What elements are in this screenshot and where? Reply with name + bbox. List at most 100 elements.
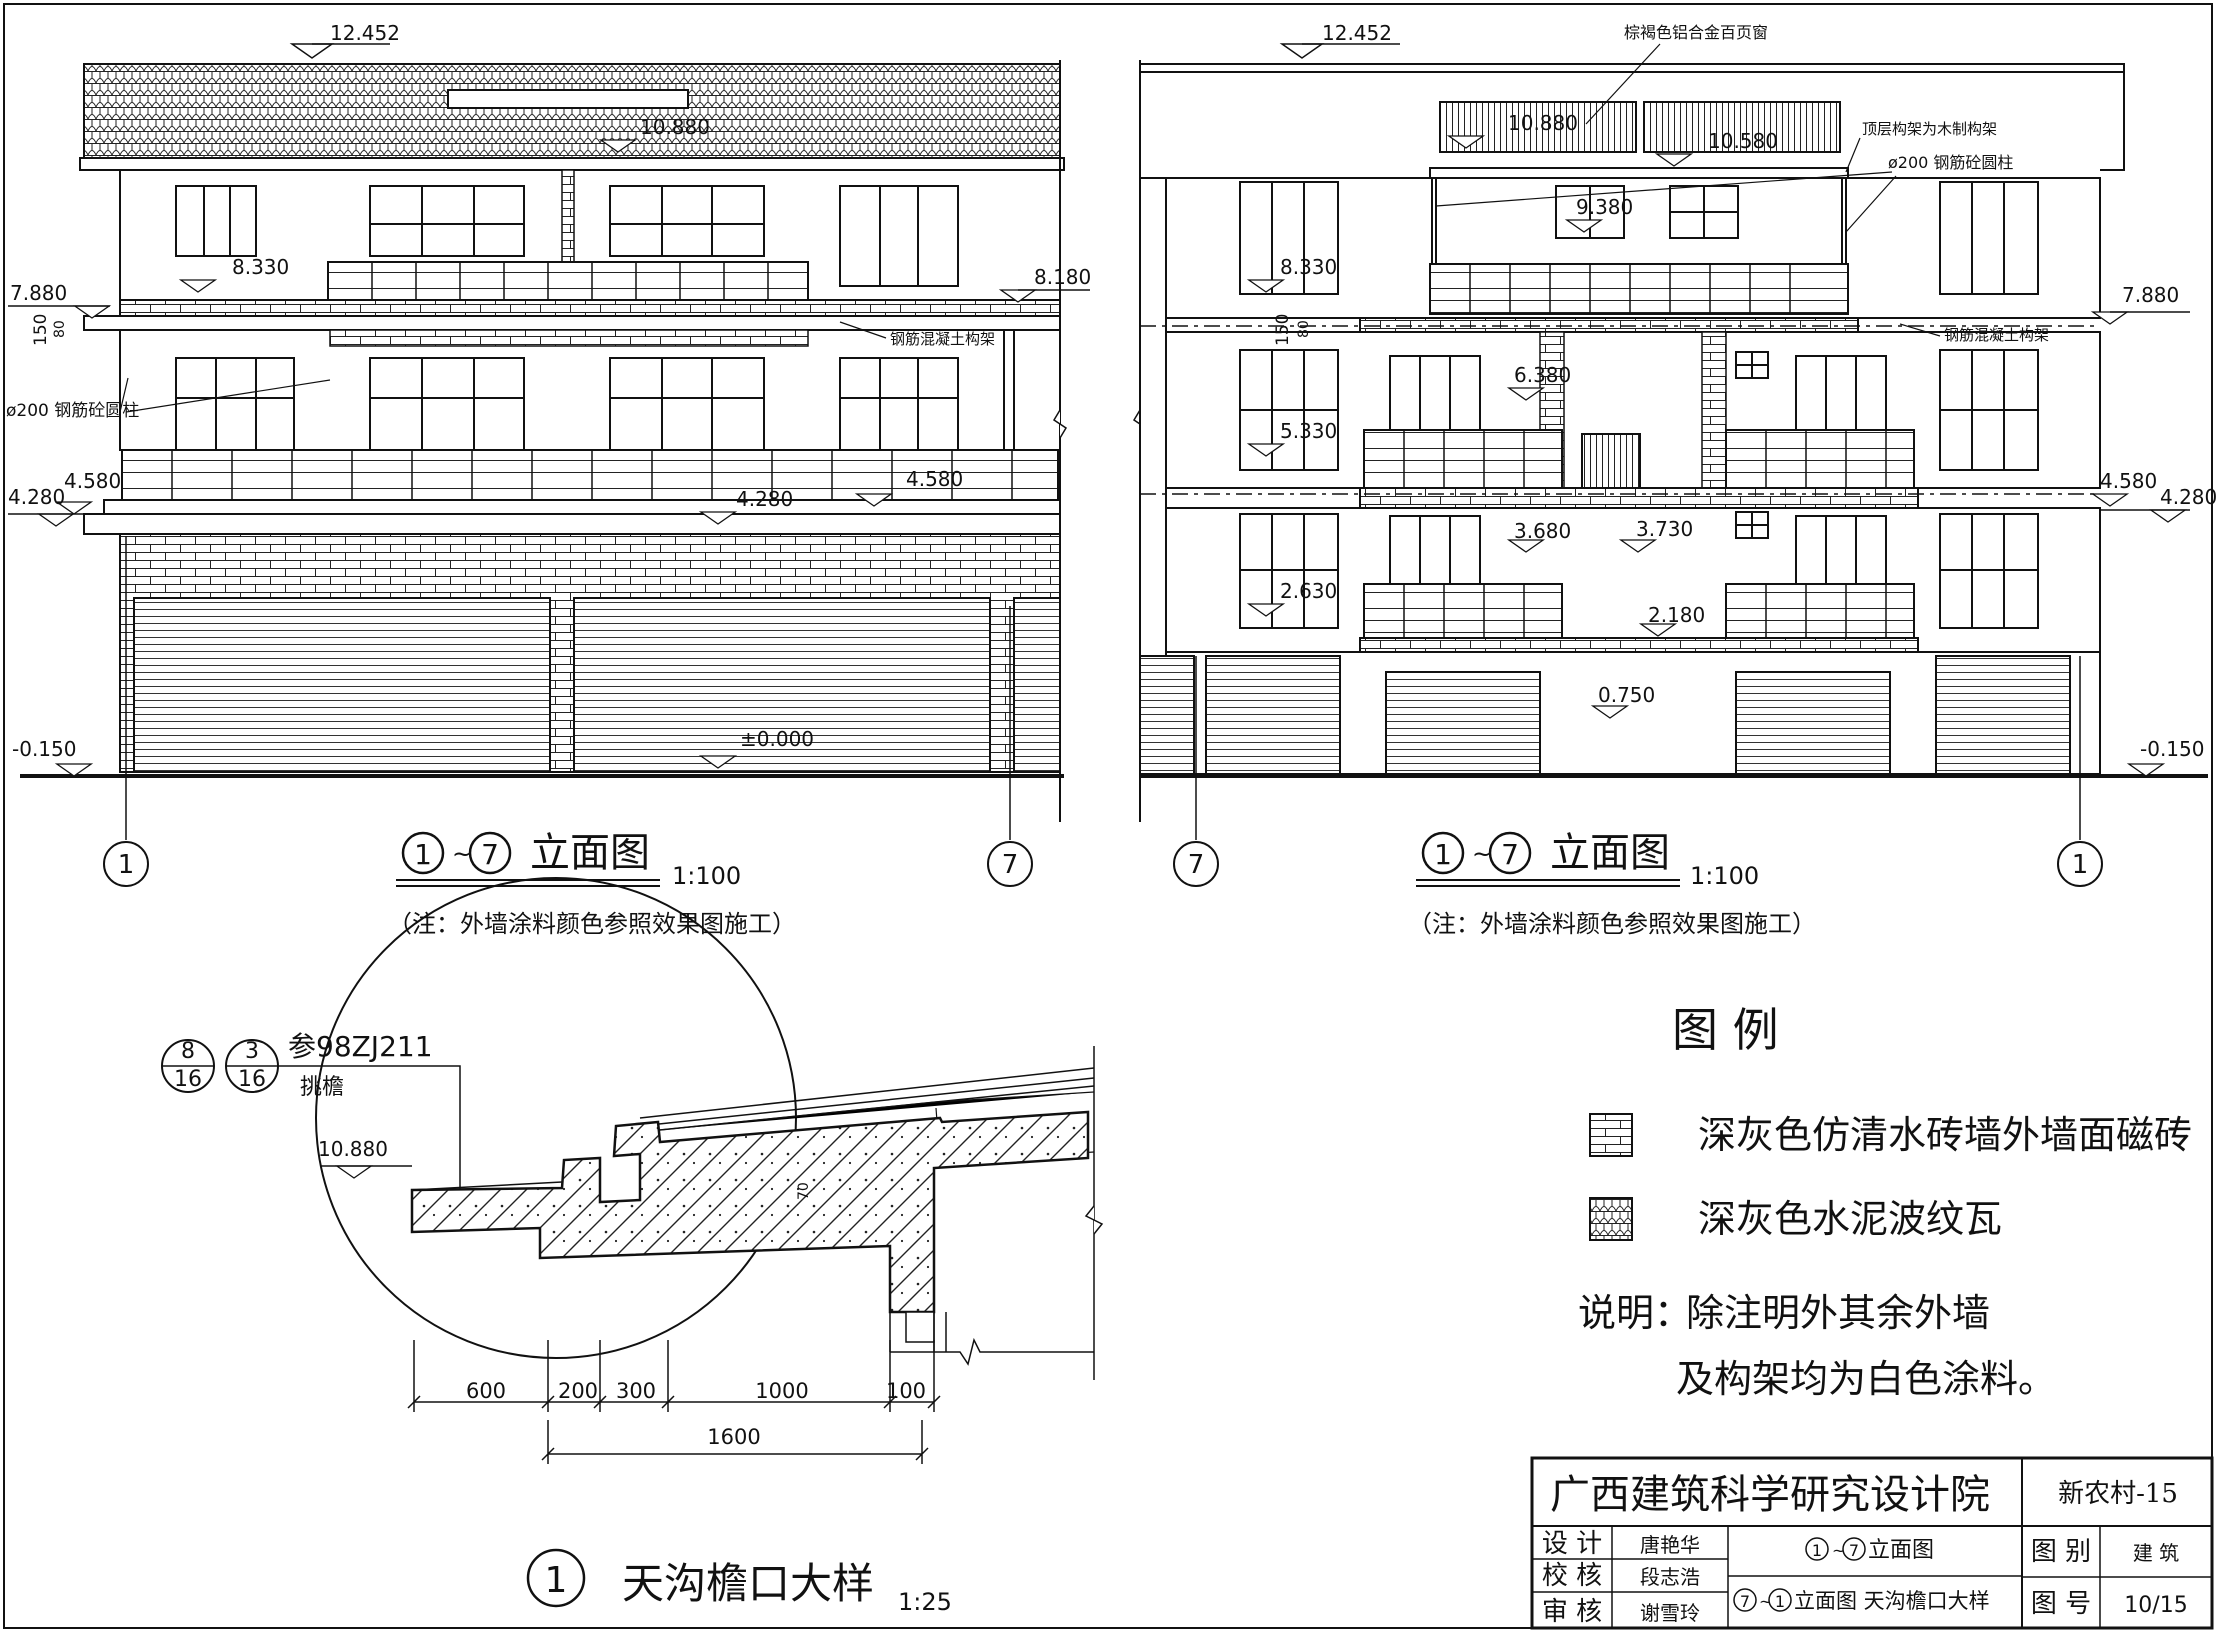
elev-5330: 5.330 xyxy=(1280,419,1337,443)
beam-note: 钢筋混凝土构架 xyxy=(890,330,995,348)
legend: 图 例 深灰色仿清水砖墙外墙面磁砖 深灰色水泥波纹瓦 说明： 除注明外其余外墙 … xyxy=(1578,1003,2192,1401)
number-label: 图 号 xyxy=(2031,1589,2091,1619)
elevation-title-r: 立面图 xyxy=(1550,830,1670,876)
elev-8330-r: 8.330 xyxy=(1280,255,1337,279)
column-note-r: ø200 钢筋砼圆柱 xyxy=(1888,153,2013,172)
category-label: 图 别 xyxy=(2031,1537,2091,1567)
dim-200: 200 xyxy=(558,1379,598,1403)
frame-note: 顶层构架为木制构架 xyxy=(1862,120,1997,138)
elev-top: 12.452 xyxy=(330,21,400,45)
top-railing xyxy=(1429,263,1849,315)
column-note: ø200 钢筋砼圆柱 xyxy=(6,401,139,421)
balcony-left-3 xyxy=(1363,429,1563,491)
drawing-a-sep: ~ xyxy=(1832,1541,1845,1560)
elevation-right: 12.452 棕褐色铝合金百页窗 顶层构架为木制构架 ø200 钢筋砼圆柱 10… xyxy=(1132,21,2216,938)
detail-title: 天沟檐口大样 xyxy=(622,1559,874,1608)
ref2-bot: 16 xyxy=(238,1067,266,1092)
elev-4280-a: 4.280 xyxy=(8,485,65,509)
ref-text: 参98ZJ211 xyxy=(288,1030,433,1063)
elev-7880-r: 7.880 xyxy=(2122,283,2179,307)
ref-sub: 挑檐 xyxy=(300,1075,344,1100)
elevation-left: 12.452 10.880 8.330 8.180 7.880 150 80 钢… xyxy=(6,21,1091,938)
eave-section xyxy=(410,1110,1090,1314)
axis-7-r: 7 xyxy=(1188,850,1205,880)
title-sep: ~ xyxy=(452,840,472,868)
garage-door-r4 xyxy=(1735,671,1891,775)
detail-scale: 1:25 xyxy=(898,1588,952,1616)
sheet-border xyxy=(3,3,2213,1629)
number-value: 10/15 xyxy=(2124,1593,2187,1618)
dim-80-r: 80 xyxy=(1296,320,1312,338)
drawing-b: 立面图 天沟檐口大样 xyxy=(1794,1589,1990,1613)
garage-door-r1 xyxy=(1139,655,1195,775)
institute-name: 广西建筑科学研究设计院 xyxy=(1550,1472,1990,1518)
dim-150: 150 xyxy=(31,314,51,346)
top-frame xyxy=(1429,167,1849,179)
garage-door-1 xyxy=(133,597,551,773)
beam-note-r: 钢筋混凝土构架 xyxy=(1944,326,2049,344)
garage-door-r2 xyxy=(1205,655,1341,775)
title-num-a: 1 xyxy=(414,838,432,871)
parapet xyxy=(1139,63,2125,73)
title-num-b-r: 7 xyxy=(1501,838,1519,871)
floor-band-7880 xyxy=(1359,317,1859,333)
elev-3730: 3.730 xyxy=(1636,517,1693,541)
elev-10880: 10.880 xyxy=(1508,111,1578,135)
legend-note-1: 除注明外其余外墙 xyxy=(1686,1291,1990,1335)
elev-3680: 3.680 xyxy=(1514,519,1571,543)
name-review: 谢雪玲 xyxy=(1640,1601,1700,1625)
elev-8180: 8.180 xyxy=(1034,265,1091,289)
elev-8330: 8.330 xyxy=(232,255,289,279)
eave-detail: 70 8 16 3 16 参98ZJ211 挑檐 10.880 600 200 … xyxy=(161,877,1104,1616)
dim-1600: 1600 xyxy=(707,1425,760,1449)
detail-title-num: 1 xyxy=(545,1560,568,1601)
drawing-a-prefix: 1 xyxy=(1812,1541,1822,1560)
garage-door-r5 xyxy=(1935,655,2071,775)
ref2-top: 3 xyxy=(245,1039,259,1064)
mid-band xyxy=(329,329,809,347)
elev-neg-r: -0.150 xyxy=(2140,737,2204,761)
legend-tile-swatch xyxy=(1589,1197,1633,1241)
elevation-note: （注：外墙涂料颜色参照效果图施工） xyxy=(388,910,796,938)
dim-100: 100 xyxy=(886,1379,926,1403)
legend-note-label: 说明： xyxy=(1578,1291,1692,1335)
elev-2180: 2.180 xyxy=(1648,603,1705,627)
legend-item-tile: 深灰色水泥波纹瓦 xyxy=(1698,1197,2002,1241)
project-name: 新农村-15 xyxy=(2058,1479,2178,1509)
balcony-right-2 xyxy=(1725,583,1915,639)
dim-600: 600 xyxy=(466,1379,506,1403)
elev-0750: 0.750 xyxy=(1598,683,1655,707)
legend-brick-swatch xyxy=(1589,1113,1633,1157)
elev-neg: -0.150 xyxy=(12,737,76,761)
elev-4580-r: 4.580 xyxy=(2100,469,2157,493)
dim-150-r: 150 xyxy=(1273,314,1293,346)
title-block xyxy=(1530,1456,2214,1630)
drawing-a: 立面图 xyxy=(1868,1538,1934,1563)
detail-circle xyxy=(315,877,797,1359)
garage-door-3 xyxy=(1013,597,1061,773)
elev-6380: 6.380 xyxy=(1514,363,1571,387)
ref1-top: 8 xyxy=(181,1039,195,1064)
axis-1-r: 1 xyxy=(2072,850,2089,880)
stair-window xyxy=(1581,433,1641,495)
elev-2630: 2.630 xyxy=(1280,579,1337,603)
balcony-railing xyxy=(121,449,1059,501)
elev-zero: ±0.000 xyxy=(740,727,814,751)
eave-fascia xyxy=(79,157,1065,171)
dim-80: 80 xyxy=(52,320,68,338)
title-sep-r: ~ xyxy=(1472,840,1492,868)
louver-window-2 xyxy=(1643,101,1841,153)
balcony-right-3 xyxy=(1725,429,1915,491)
title-num-b: 7 xyxy=(481,838,499,871)
elev-ridge: 10.880 xyxy=(640,115,710,139)
elev-7880: 7.880 xyxy=(10,281,67,305)
elevation-scale: 1:100 xyxy=(672,862,741,890)
detail-elev: 10.880 xyxy=(318,1137,388,1161)
dim-300: 300 xyxy=(616,1379,656,1403)
mid-windows xyxy=(175,357,959,451)
title-num-a-r: 1 xyxy=(1434,838,1452,871)
slab-4280 xyxy=(83,513,1061,535)
axis-1: 1 xyxy=(118,850,135,880)
elev-4580-a: 4.580 xyxy=(64,469,121,493)
